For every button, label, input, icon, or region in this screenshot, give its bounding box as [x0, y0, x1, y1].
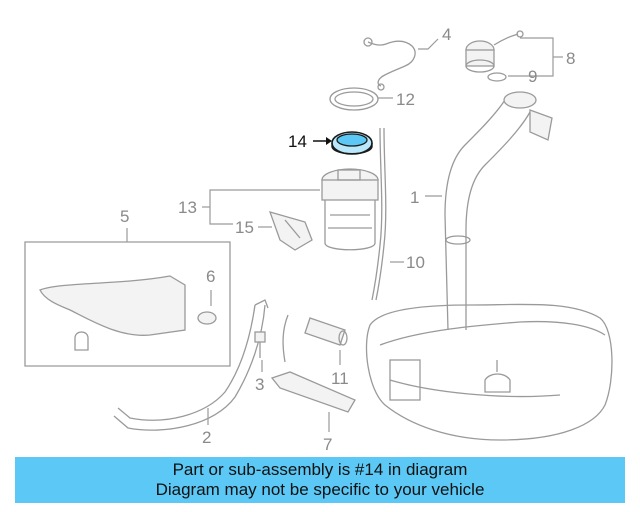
part-10-fuel-line: [371, 127, 387, 301]
callout-11: 11: [331, 369, 349, 388]
part-1-filler-neck: [444, 91, 553, 331]
leader-4: [418, 38, 439, 50]
info-banner: Part or sub-assembly is #14 in diagram D…: [15, 457, 625, 503]
part-9-o-ring: [487, 72, 507, 82]
part-7-shield-plate: [270, 371, 356, 413]
callout-13: 13: [178, 198, 197, 217]
callout-12: 12: [396, 90, 415, 109]
callout-15: 15: [235, 218, 254, 237]
leader-13: [209, 189, 320, 225]
banner-line-1: Part or sub-assembly is #14 in diagram: [172, 460, 468, 479]
part-8-sender-unit: [465, 30, 524, 73]
fuel-tank: [365, 303, 613, 441]
callout-7: 7: [323, 435, 332, 454]
part-14-gasket-highlighted: [331, 131, 373, 155]
part-13-pump-module: [321, 168, 379, 251]
callout-3: 3: [255, 375, 264, 394]
part-6-clip: [197, 311, 217, 325]
leader-14-arrow: [326, 137, 332, 145]
callout-6: 6: [206, 267, 215, 286]
part-15-bracket: [268, 211, 313, 251]
callout-10: 10: [406, 253, 425, 272]
part-5-heat-shield-box: [24, 241, 231, 367]
callout-14: 14: [288, 132, 307, 151]
part-12-locking-ring: [329, 87, 379, 111]
callout-1: 1: [410, 188, 419, 207]
banner-line-2: Diagram may not be specific to your vehi…: [155, 480, 485, 499]
part-4-sensor-harness: [363, 37, 416, 91]
callout-5: 5: [120, 207, 129, 226]
callout-9: 9: [528, 67, 537, 86]
parts-diagram: 4 8 9 12 14 1 13 15 5 10 6 3 11 2 7: [24, 25, 613, 454]
callout-4: 4: [442, 25, 451, 44]
callout-8: 8: [566, 49, 575, 68]
part-3-bolt: [254, 331, 266, 358]
part-11-fuel-filter: [282, 314, 348, 363]
callout-2: 2: [202, 428, 211, 447]
